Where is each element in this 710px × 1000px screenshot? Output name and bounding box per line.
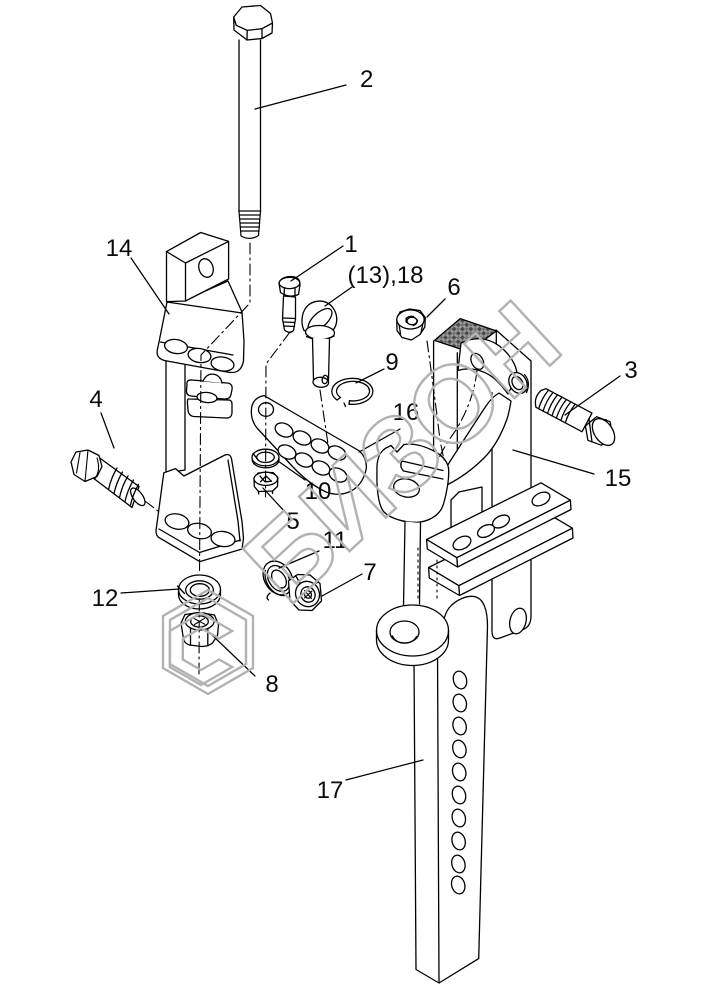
- svg-text:9: 9: [385, 349, 398, 376]
- svg-text:6: 6: [447, 274, 460, 301]
- svg-text:7: 7: [363, 559, 376, 586]
- svg-text:17: 17: [317, 777, 344, 804]
- svg-text:1: 1: [344, 231, 357, 258]
- svg-text:15: 15: [605, 465, 632, 492]
- svg-text:14: 14: [106, 235, 133, 262]
- svg-text:4: 4: [89, 386, 102, 413]
- svg-text:(13),18: (13),18: [347, 262, 423, 289]
- svg-text:2: 2: [360, 66, 373, 93]
- svg-text:10: 10: [305, 478, 332, 505]
- svg-text:3: 3: [624, 357, 637, 384]
- svg-text:5: 5: [286, 508, 299, 535]
- svg-text:16: 16: [393, 399, 420, 426]
- svg-text:12: 12: [92, 585, 119, 612]
- svg-text:8: 8: [265, 671, 278, 698]
- svg-text:11: 11: [323, 527, 348, 554]
